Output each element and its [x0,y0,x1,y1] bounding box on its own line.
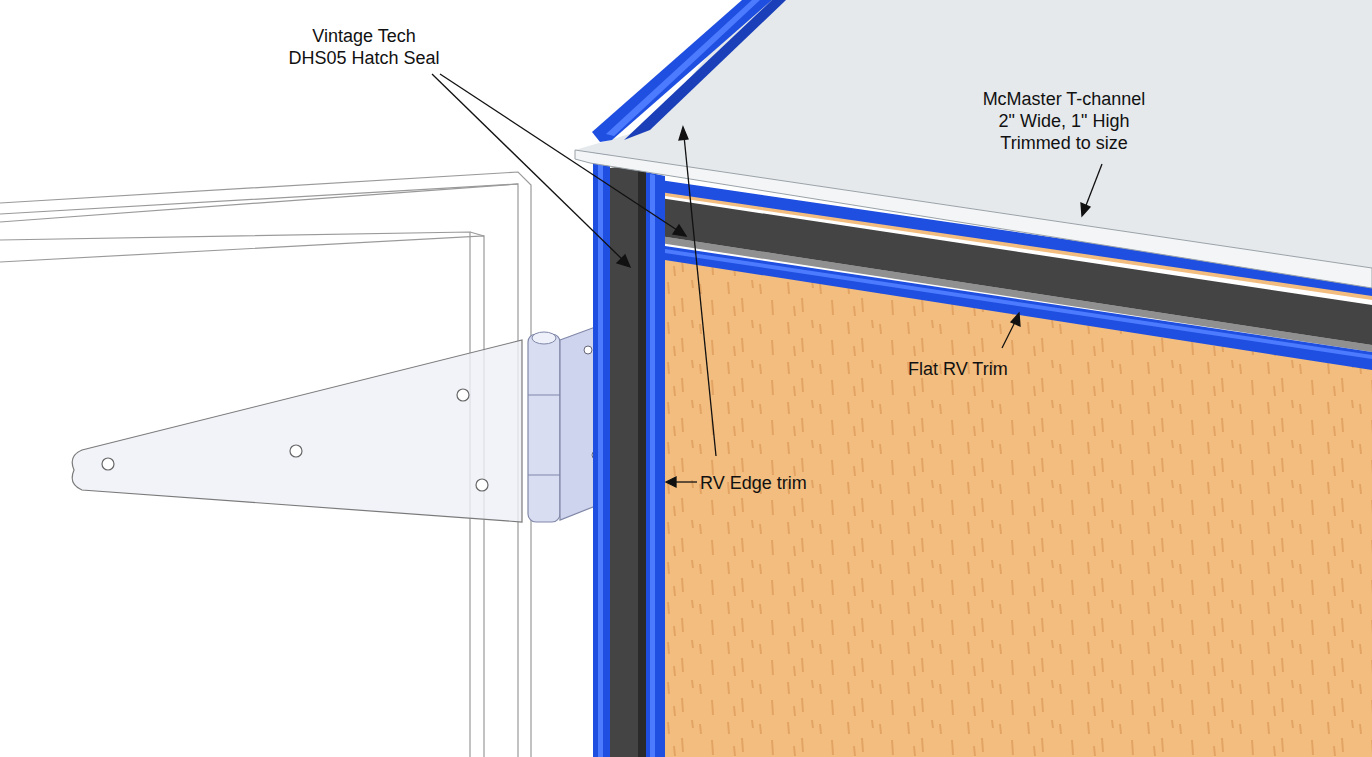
rv-edge-trim-vertical [593,145,610,757]
hinge-pin [532,332,556,344]
leader-line [440,74,680,232]
arrowhead [1011,313,1020,326]
hinge-barrel [528,334,560,522]
part-label: McMaster T-channel 2" Wide, 1" High Trim… [975,88,1153,154]
rv-edge-trim-inner [646,172,665,757]
arrowhead [666,477,676,487]
door-frame [0,172,531,757]
t-channel-front-edge [575,150,1372,288]
screw-hole [457,389,469,401]
screw-hole [584,346,592,354]
leader-line [1085,164,1102,208]
screw-hole [290,445,302,457]
leader-line [674,481,697,482]
arrowhead [617,255,630,267]
t-channel-top [575,0,1372,268]
hinge-strap [72,340,522,522]
leader-line [432,74,625,262]
trim-highlight [606,0,760,136]
screw-holes [102,389,488,491]
door-edge [0,184,518,222]
trim-highlight [650,174,655,757]
leader-line [684,136,716,456]
hatch-seal-vertical [610,164,638,757]
leader-line [1002,320,1016,348]
seal-edge [638,170,646,757]
screw-hole [102,458,114,470]
part-label: Flat RV Trim [908,358,1008,380]
part-label: Vintage Tech DHS05 Hatch Seal [284,25,444,69]
trim-groove [624,0,786,140]
door-inner-edge [470,232,484,236]
hinge-leaf [560,326,598,520]
rv-edge-trim-top [592,0,772,142]
arrowhead [1081,203,1090,216]
arrowhead [673,225,686,236]
door-outer-edge [0,172,531,757]
part-label: RV Edge trim [700,472,807,494]
screw-hole [476,479,488,491]
arrowhead [679,127,688,140]
hinge-knuckle-line [528,395,560,475]
